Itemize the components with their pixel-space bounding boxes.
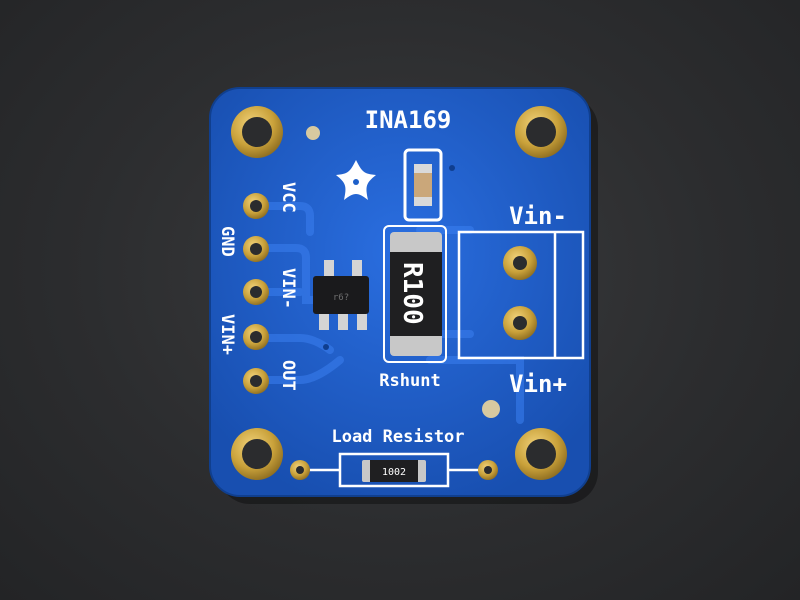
shunt-resistor: R100 xyxy=(383,225,447,363)
fiducial xyxy=(306,126,320,140)
via xyxy=(449,165,455,171)
pin-label-vin-minus: VIN- xyxy=(278,268,298,309)
adafruit-flower-logo xyxy=(336,160,376,200)
pin-pad-vcc xyxy=(243,193,269,219)
pin-label-vin-plus: VIN+ xyxy=(217,314,237,355)
shunt-marking: R100 xyxy=(397,262,427,325)
mounting-hole-bottom-left xyxy=(231,428,283,480)
load-resistor-marking: 1002 xyxy=(382,467,406,478)
load-pad-left xyxy=(290,460,310,480)
capacitor xyxy=(403,148,443,222)
load-resistor-label: Load Resistor xyxy=(331,427,464,447)
terminal-pads xyxy=(503,246,537,340)
pin-pad-out xyxy=(243,368,269,394)
fiducial xyxy=(482,400,500,418)
pin-pad-vin-minus xyxy=(243,279,269,305)
via xyxy=(323,344,329,350)
terminal-pad-vin-minus xyxy=(503,246,537,280)
ic-marking: r6? xyxy=(333,293,349,303)
terminal-pad-vin-plus xyxy=(503,306,537,340)
ic-chip: r6? xyxy=(313,260,369,330)
vin-minus-label: Vin- xyxy=(509,202,567,230)
terminal-block-outline xyxy=(457,230,585,360)
pin-label-vcc: VCC xyxy=(278,182,298,213)
mounting-holes xyxy=(231,106,567,480)
header-pins xyxy=(243,193,269,394)
mounting-hole-bottom-right xyxy=(515,428,567,480)
mounting-hole-top-left xyxy=(231,106,283,158)
pin-label-out: OUT xyxy=(278,360,298,391)
vin-plus-label: Vin+ xyxy=(509,370,567,398)
pin-label-gnd: GND xyxy=(217,226,237,257)
pin-pad-vin-plus xyxy=(243,324,269,350)
rshunt-label: Rshunt xyxy=(379,371,440,391)
pin-pad-gnd xyxy=(243,236,269,262)
board-title: INA169 xyxy=(365,106,452,134)
load-resistor: 1002 xyxy=(290,452,498,488)
mounting-hole-top-right xyxy=(515,106,567,158)
load-pad-right xyxy=(478,460,498,480)
